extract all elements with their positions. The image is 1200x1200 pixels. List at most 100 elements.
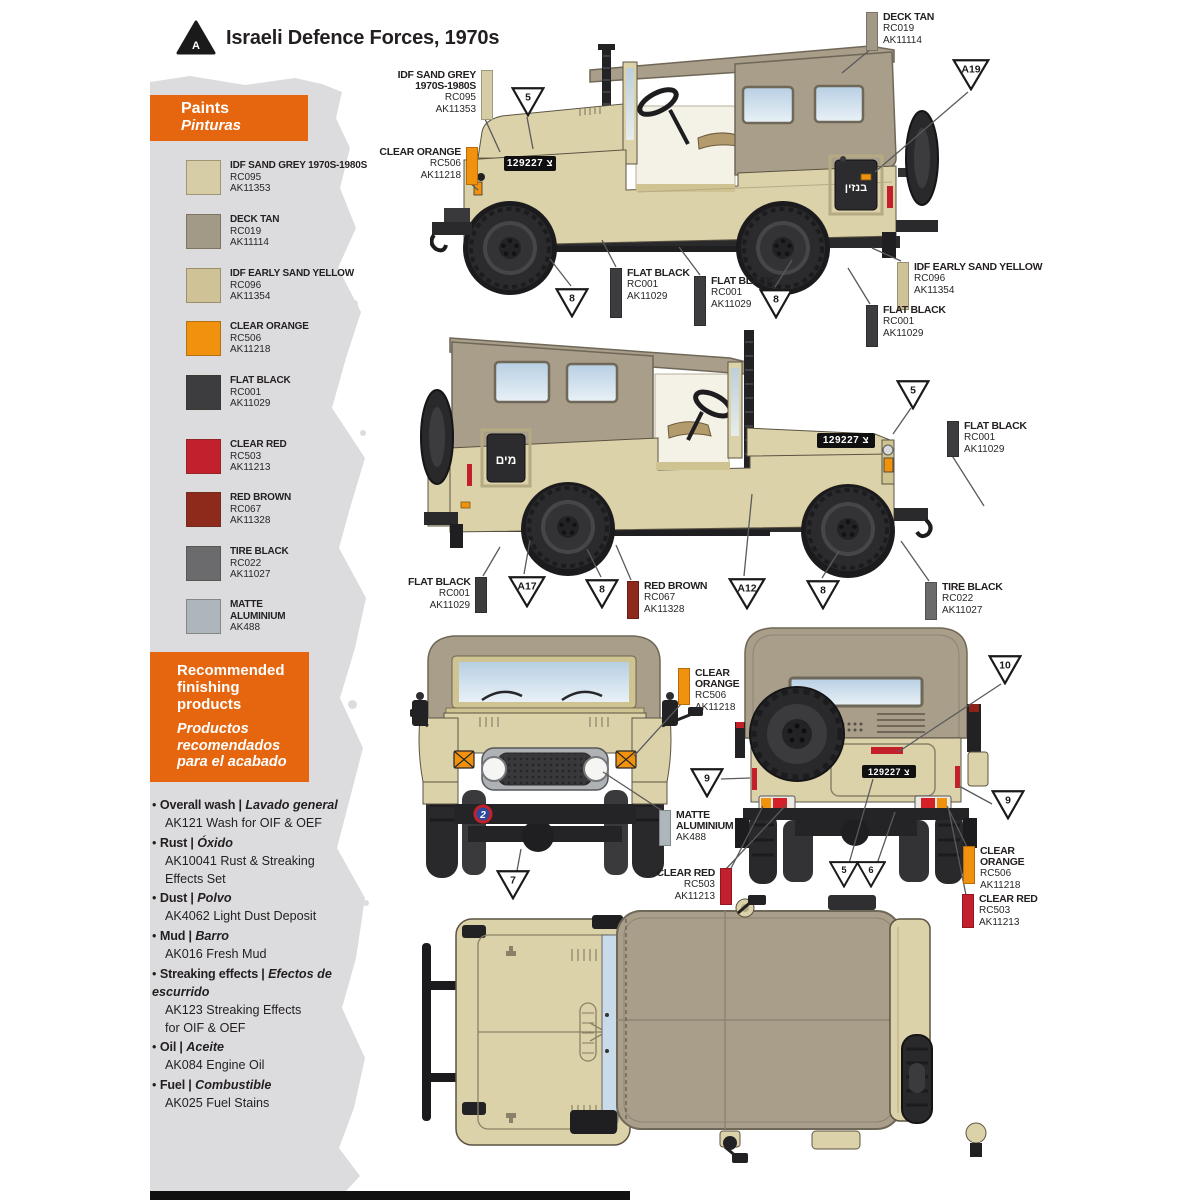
svg-text:8: 8	[773, 294, 779, 305]
svg-text:9: 9	[704, 773, 710, 784]
paper-speckle	[360, 430, 366, 436]
paint-entry: DECK TAN RC019 AK11114	[186, 214, 386, 249]
header: A Israeli Defence Forces, 1970s	[176, 20, 499, 56]
paint-callout: FLAT BLACK RC001 AK11029	[866, 304, 946, 347]
paper-speckle	[363, 900, 369, 906]
list-item: • Dust | Polvo AK4062 Light Dust Deposit	[152, 891, 317, 924]
callout-triangle: 7	[495, 870, 531, 905]
paints-title: Paints	[181, 100, 230, 117]
paint-entry: CLEAR RED RC503 AK11213	[186, 439, 386, 474]
paint-callout: FLAT BLACK RC001 AK11029	[694, 275, 774, 326]
svg-text:A: A	[192, 40, 200, 52]
paint-swatch-bar	[720, 868, 732, 905]
paint-swatch	[186, 268, 221, 303]
svg-text:6: 6	[868, 865, 873, 875]
list-item: • Rust | Óxido AK10041 Rust & Streaking …	[152, 835, 315, 886]
paint-callout: FLAT BLACK RC001 AK11029	[947, 420, 1027, 457]
svg-text:9: 9	[1005, 795, 1011, 806]
paint-callout: IDF SAND GREY 1970S-1980S RC095 AK11353	[393, 69, 493, 120]
list-item: • Overall wash | Lavado general AK121 Wa…	[152, 798, 338, 830]
paint-entry: FLAT BLACK RC001 AK11029	[186, 375, 386, 410]
paint-callout: CLEAR RED RC503 AK11213	[642, 867, 732, 905]
paint-swatch	[186, 160, 221, 195]
paint-callout: CLEAR ORANGE RC506 AK11218	[678, 667, 753, 714]
vehicle-side-view-front-right: מים	[420, 330, 933, 578]
svg-text:5: 5	[525, 92, 531, 103]
paint-callout: FLAT BLACK RC001 AK11029	[610, 267, 690, 318]
paper-speckle	[342, 1050, 350, 1058]
callout-triangle: 9	[689, 768, 725, 803]
paint-callout: IDF EARLY SAND YELLOW RC096 AK11354	[897, 261, 1043, 310]
paint-entry: MATTE ALUMINIUM AK488	[186, 599, 386, 634]
finishing-products-list: • Overall wash | Lavado general AK121 Wa…	[152, 797, 350, 1115]
paint-swatch-bar	[627, 581, 639, 619]
callout-triangle: A19	[951, 59, 991, 96]
vehicle-front-view: 2	[410, 635, 703, 878]
front-bumper-badge: 2	[479, 810, 486, 821]
paint-callout: CLEAR ORANGE RC506 AK11218	[963, 845, 1038, 892]
paint-swatch-bar	[659, 810, 671, 846]
jerrycan-fuel-label: בנזין	[845, 182, 867, 194]
callout-triangle: 8	[584, 579, 620, 614]
callout-triangle: 8	[805, 580, 841, 615]
paint-swatch-bar	[963, 846, 975, 884]
paint-swatch-bar	[866, 12, 878, 51]
paint-swatch-bar	[481, 70, 493, 120]
paint-swatch	[186, 492, 221, 527]
paint-swatch-bar	[475, 577, 487, 613]
callout-triangle: 10	[987, 655, 1023, 690]
list-item: • Fuel | Combustible AK025 Fuel Stains	[152, 1078, 272, 1110]
list-item: • Mud | Barro AK016 Fresh Mud	[152, 929, 267, 961]
license-plate: 129227 צ	[817, 433, 875, 448]
license-plate: 129227 צ	[504, 156, 556, 171]
paint-swatch	[186, 546, 221, 581]
paint-callout: CLEAR ORANGE RC506 AK11218	[378, 146, 478, 185]
paint-swatch-bar	[947, 421, 959, 457]
paint-callout: MATTE ALUMINIUM AK488	[659, 809, 754, 846]
paint-swatch-bar	[466, 147, 478, 185]
svg-text:A19: A19	[961, 63, 980, 75]
paint-entry: TIRE BLACK RC022 AK11027	[186, 546, 386, 581]
callout-triangle: 8	[758, 289, 794, 324]
svg-text:5: 5	[910, 385, 916, 396]
paint-callout: CLEAR RED RC503 AK11213	[962, 893, 1038, 929]
vehicle-side-view-front-left: בנזין	[430, 44, 939, 295]
paint-entry: IDF EARLY SAND YELLOW RC096 AK11354	[186, 268, 386, 303]
list-item: • Oil | Aceite AK084 Engine Oil	[152, 1040, 265, 1073]
paint-swatch-bar	[694, 276, 706, 326]
finishing-panel-header: Recommended finishing products Productos…	[150, 652, 309, 782]
jerrycan-water-label: מים	[496, 453, 517, 467]
paint-callout: TIRE BLACK RC022 AK11027	[925, 581, 1003, 620]
paint-swatch-bar	[962, 894, 974, 928]
vehicle-top-view	[422, 895, 987, 1163]
paper-speckle	[350, 300, 358, 308]
paint-swatch-bar	[610, 268, 622, 318]
paint-swatch	[186, 375, 221, 410]
svg-text:7: 7	[510, 875, 516, 886]
paint-entry: RED BROWN RC067 AK11328	[186, 492, 386, 527]
paint-swatch	[186, 321, 221, 356]
paint-swatch-bar	[678, 668, 690, 705]
svg-text:8: 8	[569, 293, 575, 304]
callout-triangle: 5	[510, 87, 546, 122]
paint-swatch-bar	[897, 262, 909, 310]
license-plate: 129227 צ	[862, 765, 916, 778]
svg-text:A12: A12	[737, 582, 756, 594]
paint-swatch	[186, 599, 221, 634]
paper-speckle	[348, 700, 357, 709]
paint-swatch-bar	[925, 582, 937, 620]
paint-callout: DECK TAN RC019 AK11114	[866, 11, 934, 51]
paint-callout: RED BROWN RC067 AK11328	[627, 580, 708, 619]
svg-text:A17: A17	[517, 580, 536, 592]
paints-subtitle: Pinturas	[181, 116, 242, 134]
page-footer-bar	[150, 1191, 630, 1200]
paints-panel-header: Paints Pinturas	[150, 95, 308, 141]
svg-text:10: 10	[999, 660, 1011, 671]
finishing-title-es: Productos recomendados para el acabado	[177, 721, 287, 771]
marker-a-triangle-icon: A	[176, 20, 216, 55]
svg-text:5: 5	[841, 865, 846, 875]
callout-triangle: 8	[554, 288, 590, 323]
callout-triangle: A17	[507, 576, 547, 613]
callout-triangle: A12	[727, 578, 767, 615]
